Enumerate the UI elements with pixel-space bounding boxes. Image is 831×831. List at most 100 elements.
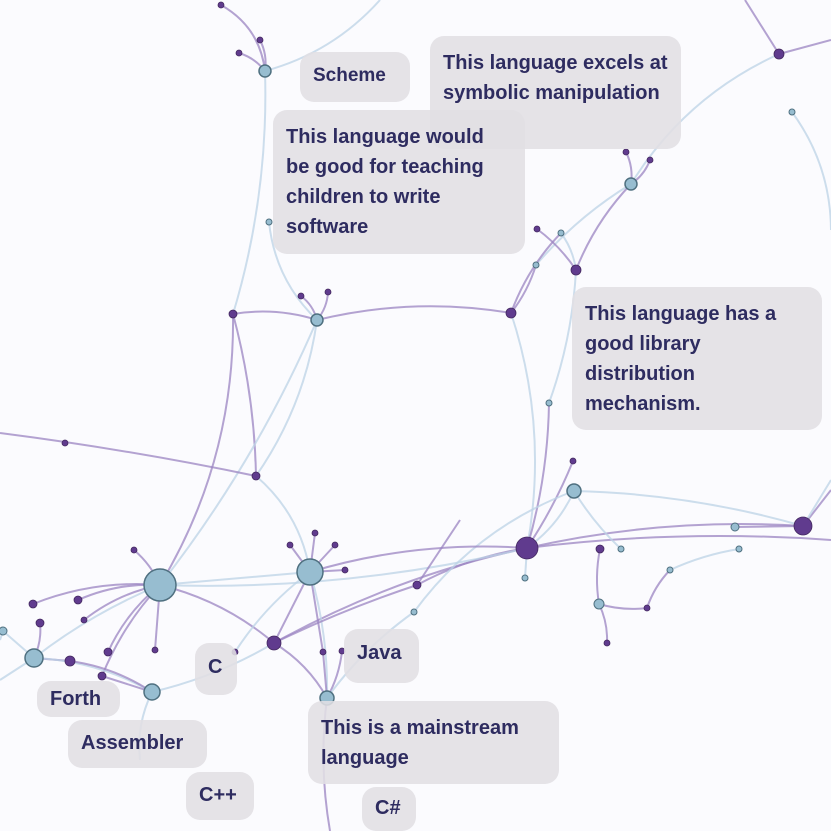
graph-node-light [0, 626, 8, 636]
graph-node-dark [286, 541, 294, 549]
graph-node-dark [622, 148, 630, 156]
graph-node-dark [341, 566, 349, 574]
graph-edge [560, 232, 577, 271]
graph-edge [159, 584, 275, 644]
graph-node-light [730, 522, 740, 532]
graph-node-dark [595, 544, 605, 554]
graph-edge [596, 548, 601, 605]
graph-edge [526, 523, 804, 549]
graph-edge [268, 221, 318, 321]
graph-edge [598, 603, 609, 644]
graph-node-dark [643, 604, 651, 612]
graph-edge [159, 547, 528, 587]
graph-node-dark [130, 546, 138, 554]
graph-edge [255, 319, 318, 477]
label-c[interactable]: C [195, 643, 237, 695]
label-mainstream[interactable]: This is a mainstream language [308, 701, 559, 784]
graph-node-dark [297, 292, 305, 300]
graph-node-dark [646, 156, 654, 164]
graph-node-light [296, 558, 324, 586]
graph-node-dark [80, 616, 88, 624]
graph-node-light [532, 261, 540, 269]
graph-node-dark [235, 49, 243, 57]
graph-edge [232, 70, 267, 315]
graph-edge [526, 402, 550, 549]
graph-edge [510, 312, 537, 549]
graph-node-dark [97, 671, 107, 681]
graph-edge [309, 545, 528, 573]
graph-edge [273, 642, 328, 699]
label-assembler[interactable]: Assembler [68, 720, 207, 768]
graph-node-dark [151, 646, 159, 654]
graph-node-light [143, 568, 177, 602]
graph-edge [526, 534, 831, 549]
graph-edge [744, 0, 780, 55]
graph-edge [630, 53, 780, 185]
graph-edge [159, 319, 318, 586]
graph-edge [255, 475, 311, 573]
graph-edge [0, 432, 257, 477]
graph-node-light [24, 648, 44, 668]
graph-edge [575, 183, 632, 271]
graph-node-light [265, 218, 273, 226]
graph-node-dark [35, 618, 45, 628]
graph-edge [232, 310, 318, 321]
graph-node-light [666, 566, 674, 574]
graph-node-dark [28, 599, 38, 609]
graph-node-dark [533, 225, 541, 233]
graph-node-dark [61, 439, 69, 447]
graph-node-dark [505, 307, 517, 319]
graph-node-light [545, 399, 553, 407]
graph-node-light [258, 64, 272, 78]
label-library-distribution[interactable]: This language has a good library distrib… [572, 287, 822, 430]
graph-node-dark [793, 516, 813, 536]
graph-node-light [310, 313, 324, 327]
graph-edge [535, 183, 632, 266]
graph-edge [598, 603, 648, 610]
graph-node-dark [569, 457, 577, 465]
graph-node-dark [256, 36, 264, 44]
label-java[interactable]: Java [344, 629, 419, 683]
graph-node-dark [266, 635, 282, 651]
label-scheme[interactable]: Scheme [300, 52, 410, 102]
graph-edge [232, 313, 257, 477]
graph-node-dark [319, 648, 327, 656]
graph-node-dark [515, 536, 539, 560]
graph-edge [220, 4, 266, 72]
graph-node-dark [228, 309, 238, 319]
graph-edge [573, 490, 804, 527]
graph-node-dark [217, 1, 225, 9]
graph-node-dark [324, 288, 332, 296]
graph-edge [159, 571, 311, 586]
graph-node-dark [103, 647, 113, 657]
graph-node-dark [251, 471, 261, 481]
graph-node-light [617, 545, 625, 553]
graph-node-dark [603, 639, 611, 647]
graph-node-dark [570, 264, 582, 276]
graph-node-light [788, 108, 796, 116]
graph-edge [734, 525, 804, 528]
graph-node-dark [73, 595, 83, 605]
label-forth[interactable]: Forth [37, 681, 120, 717]
graph-edge [791, 111, 831, 231]
graph-node-light [143, 683, 161, 701]
graph-node-light [735, 545, 743, 553]
label-csharp[interactable]: C# [362, 787, 416, 831]
graph-edge [264, 0, 381, 72]
graph-edge [69, 660, 153, 693]
graph-node-dark [773, 48, 785, 60]
graph-edge [309, 571, 329, 699]
graph-edge [510, 232, 562, 314]
graph-node-light [557, 229, 565, 237]
graph-edge [646, 569, 671, 609]
graph-edge [273, 584, 418, 644]
graph-edge [669, 548, 740, 571]
graph-node-light [410, 608, 418, 616]
graph-edge [33, 584, 161, 659]
graph-edge [413, 490, 575, 613]
label-teaching-children[interactable]: This language would be good for teaching… [273, 110, 525, 254]
label-cpp[interactable]: C++ [186, 772, 254, 820]
graph-edge [316, 305, 512, 321]
graph-node-light [521, 574, 529, 582]
